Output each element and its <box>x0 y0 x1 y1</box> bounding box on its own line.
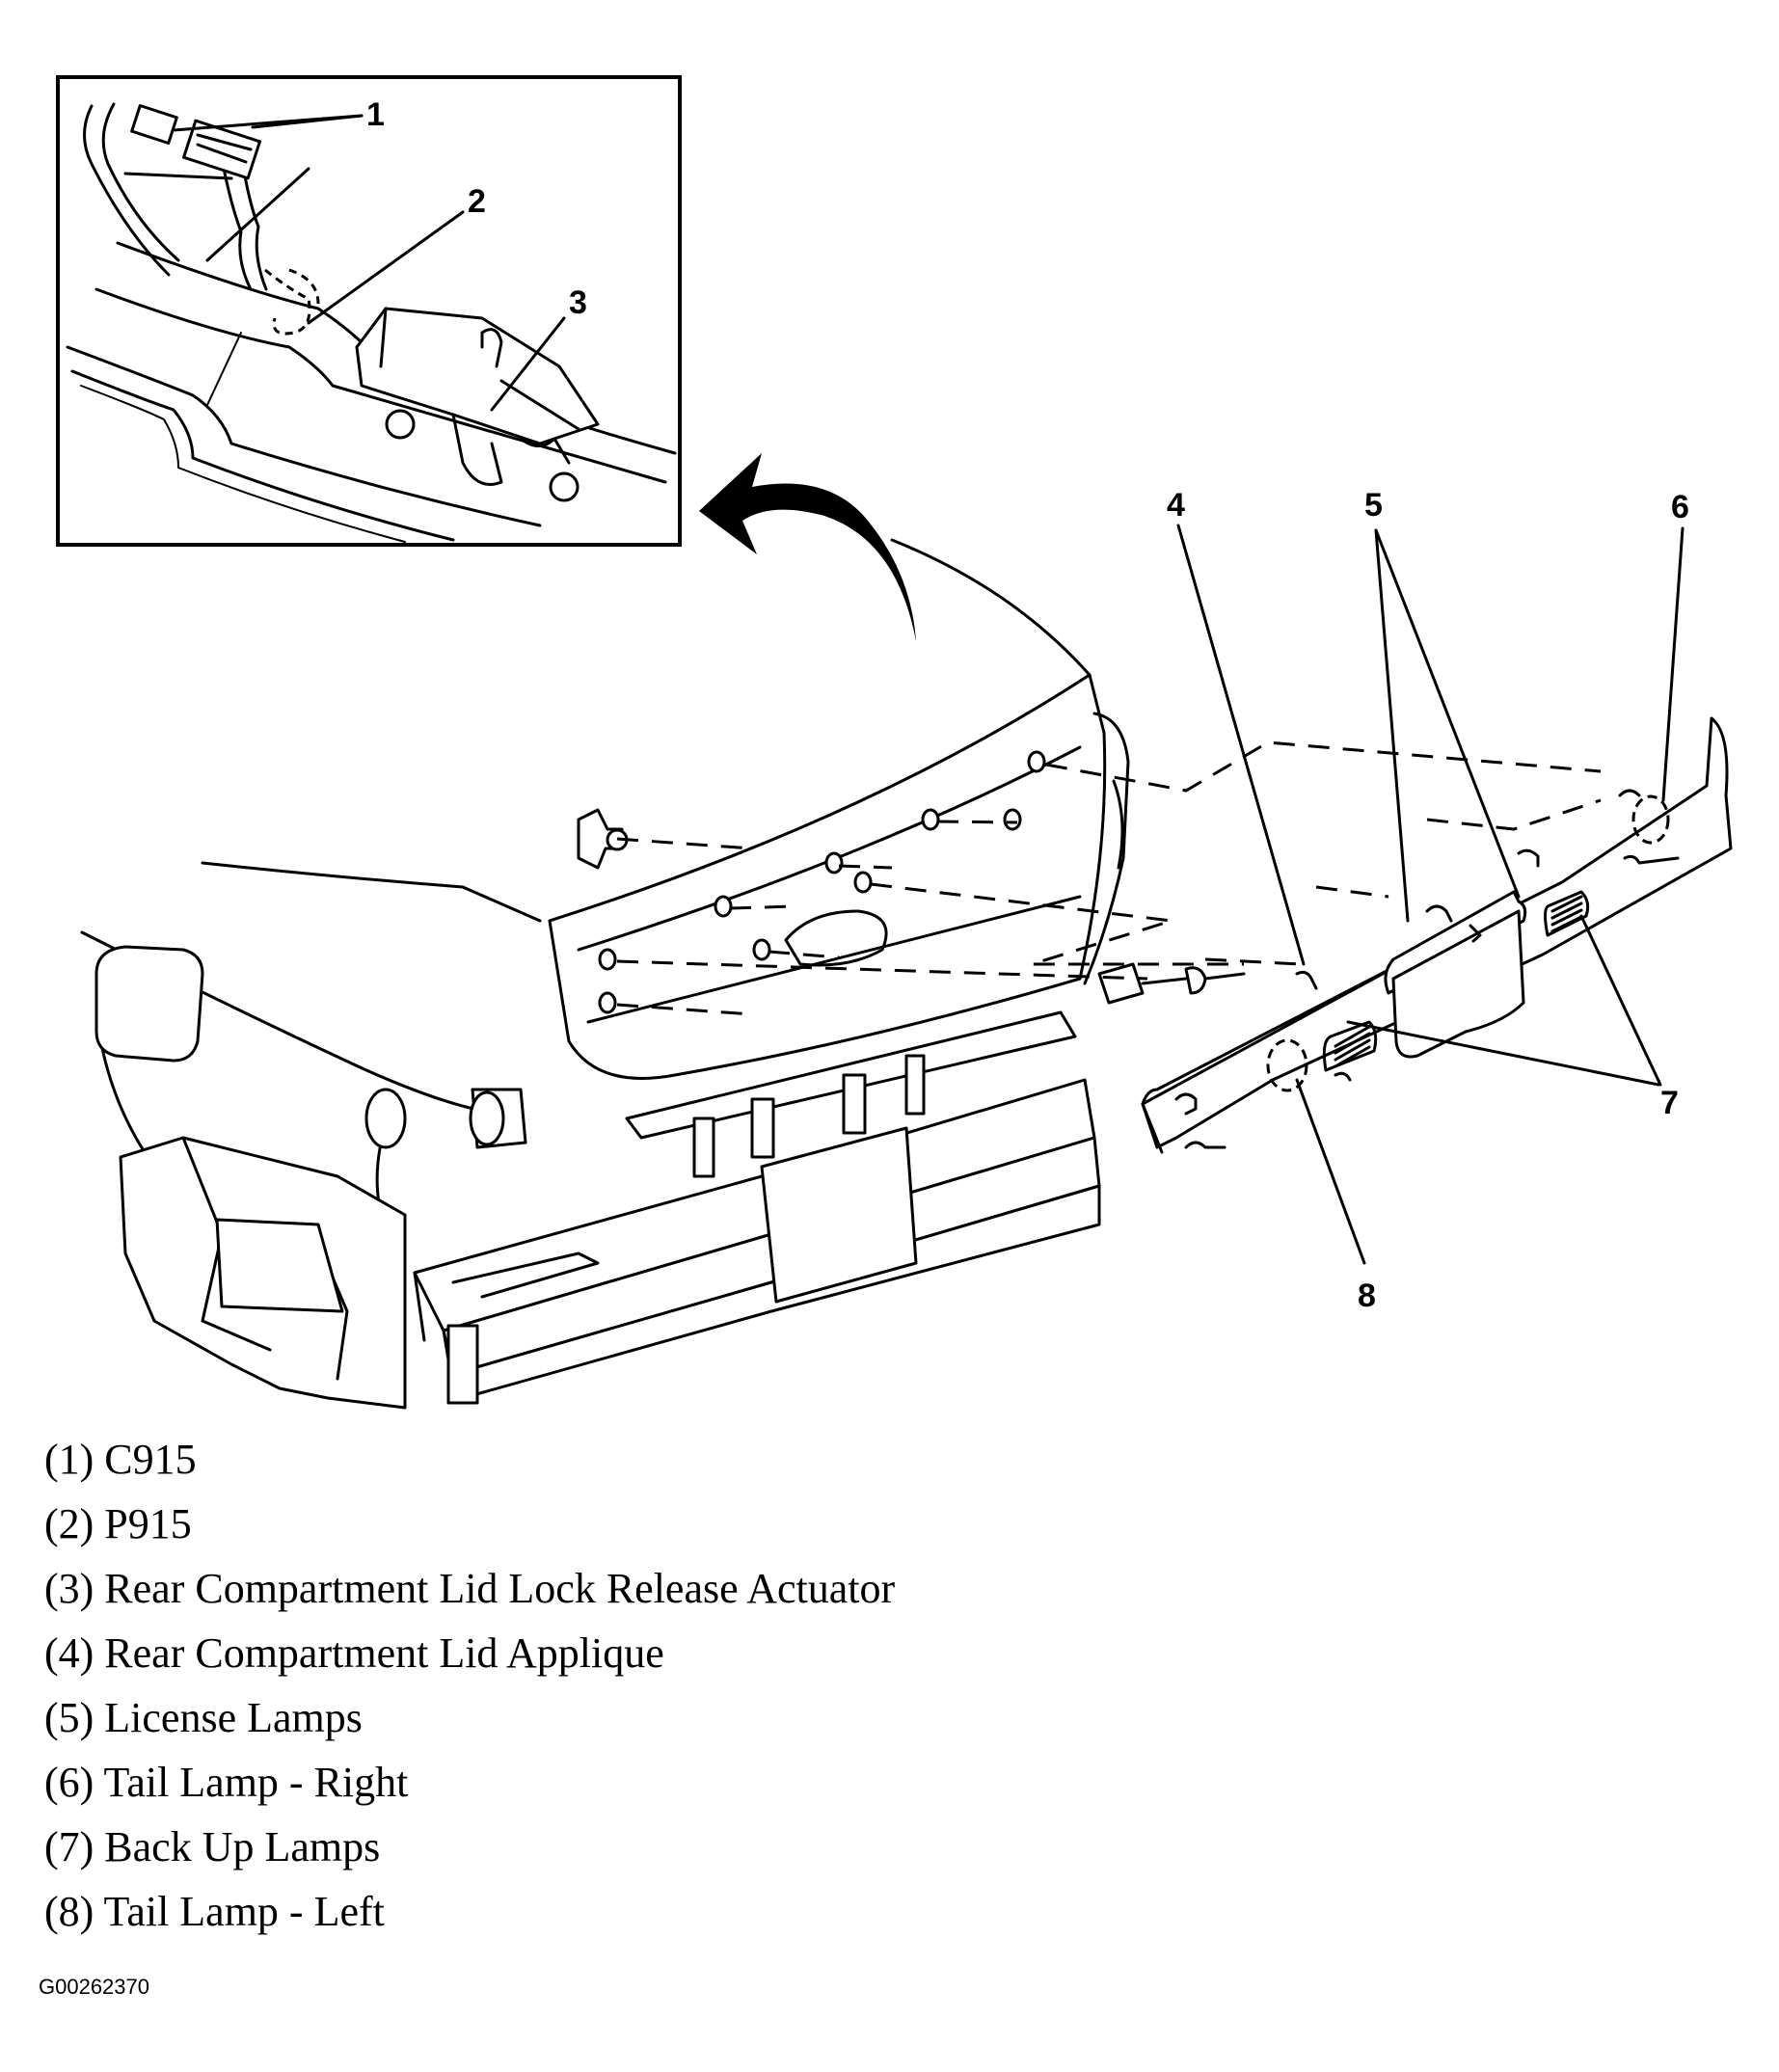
alignment-lines <box>616 740 1602 1016</box>
legend-item: (5) License Lamps <box>44 1694 363 1741</box>
legend-item: (2) P915 <box>44 1500 192 1547</box>
legend-item: (7) Back Up Lamps <box>44 1823 381 1870</box>
legend-item: (4) Rear Compartment Lid Applique <box>44 1629 664 1677</box>
exploded-view-figure: 1 2 3 4 5 6 7 8 <box>56 75 1733 1410</box>
callout-2: 2 <box>468 183 486 220</box>
legend-item: (1) C915 <box>44 1436 197 1483</box>
callout-7: 7 <box>1660 1085 1679 1121</box>
rear-bumper <box>413 1010 1101 1405</box>
figure-id: G00262370 <box>39 1975 149 1999</box>
applique-assembly <box>1097 716 1733 1154</box>
callout-labels: 1 2 3 4 5 6 7 8 <box>366 96 1689 1314</box>
callout-8: 8 <box>1358 1278 1376 1314</box>
inset-arrow <box>699 453 916 641</box>
callout-6: 6 <box>1671 489 1689 525</box>
detail-inset <box>56 75 682 547</box>
parts-legend: (1) C915 (2) P915 (3) Rear Compartment L… <box>44 1427 1491 1944</box>
callout-leaders <box>172 114 1685 1265</box>
callout-5: 5 <box>1364 487 1383 524</box>
callout-4: 4 <box>1167 487 1185 524</box>
lid-stud-holes <box>598 750 1046 1014</box>
callout-1: 1 <box>366 96 385 133</box>
legend-item: (3) Rear Compartment Lid Lock Release Ac… <box>44 1565 896 1612</box>
callout-3: 3 <box>569 284 587 321</box>
applique-studs <box>1174 789 1680 1149</box>
lock-release-actuator <box>355 307 600 502</box>
vehicle-rear <box>80 538 1130 1410</box>
legend-item: (8) Tail Lamp - Left <box>44 1888 385 1935</box>
back-up-lamp-vents <box>1322 890 1590 1072</box>
legend-item: (6) Tail Lamp - Right <box>44 1759 409 1806</box>
